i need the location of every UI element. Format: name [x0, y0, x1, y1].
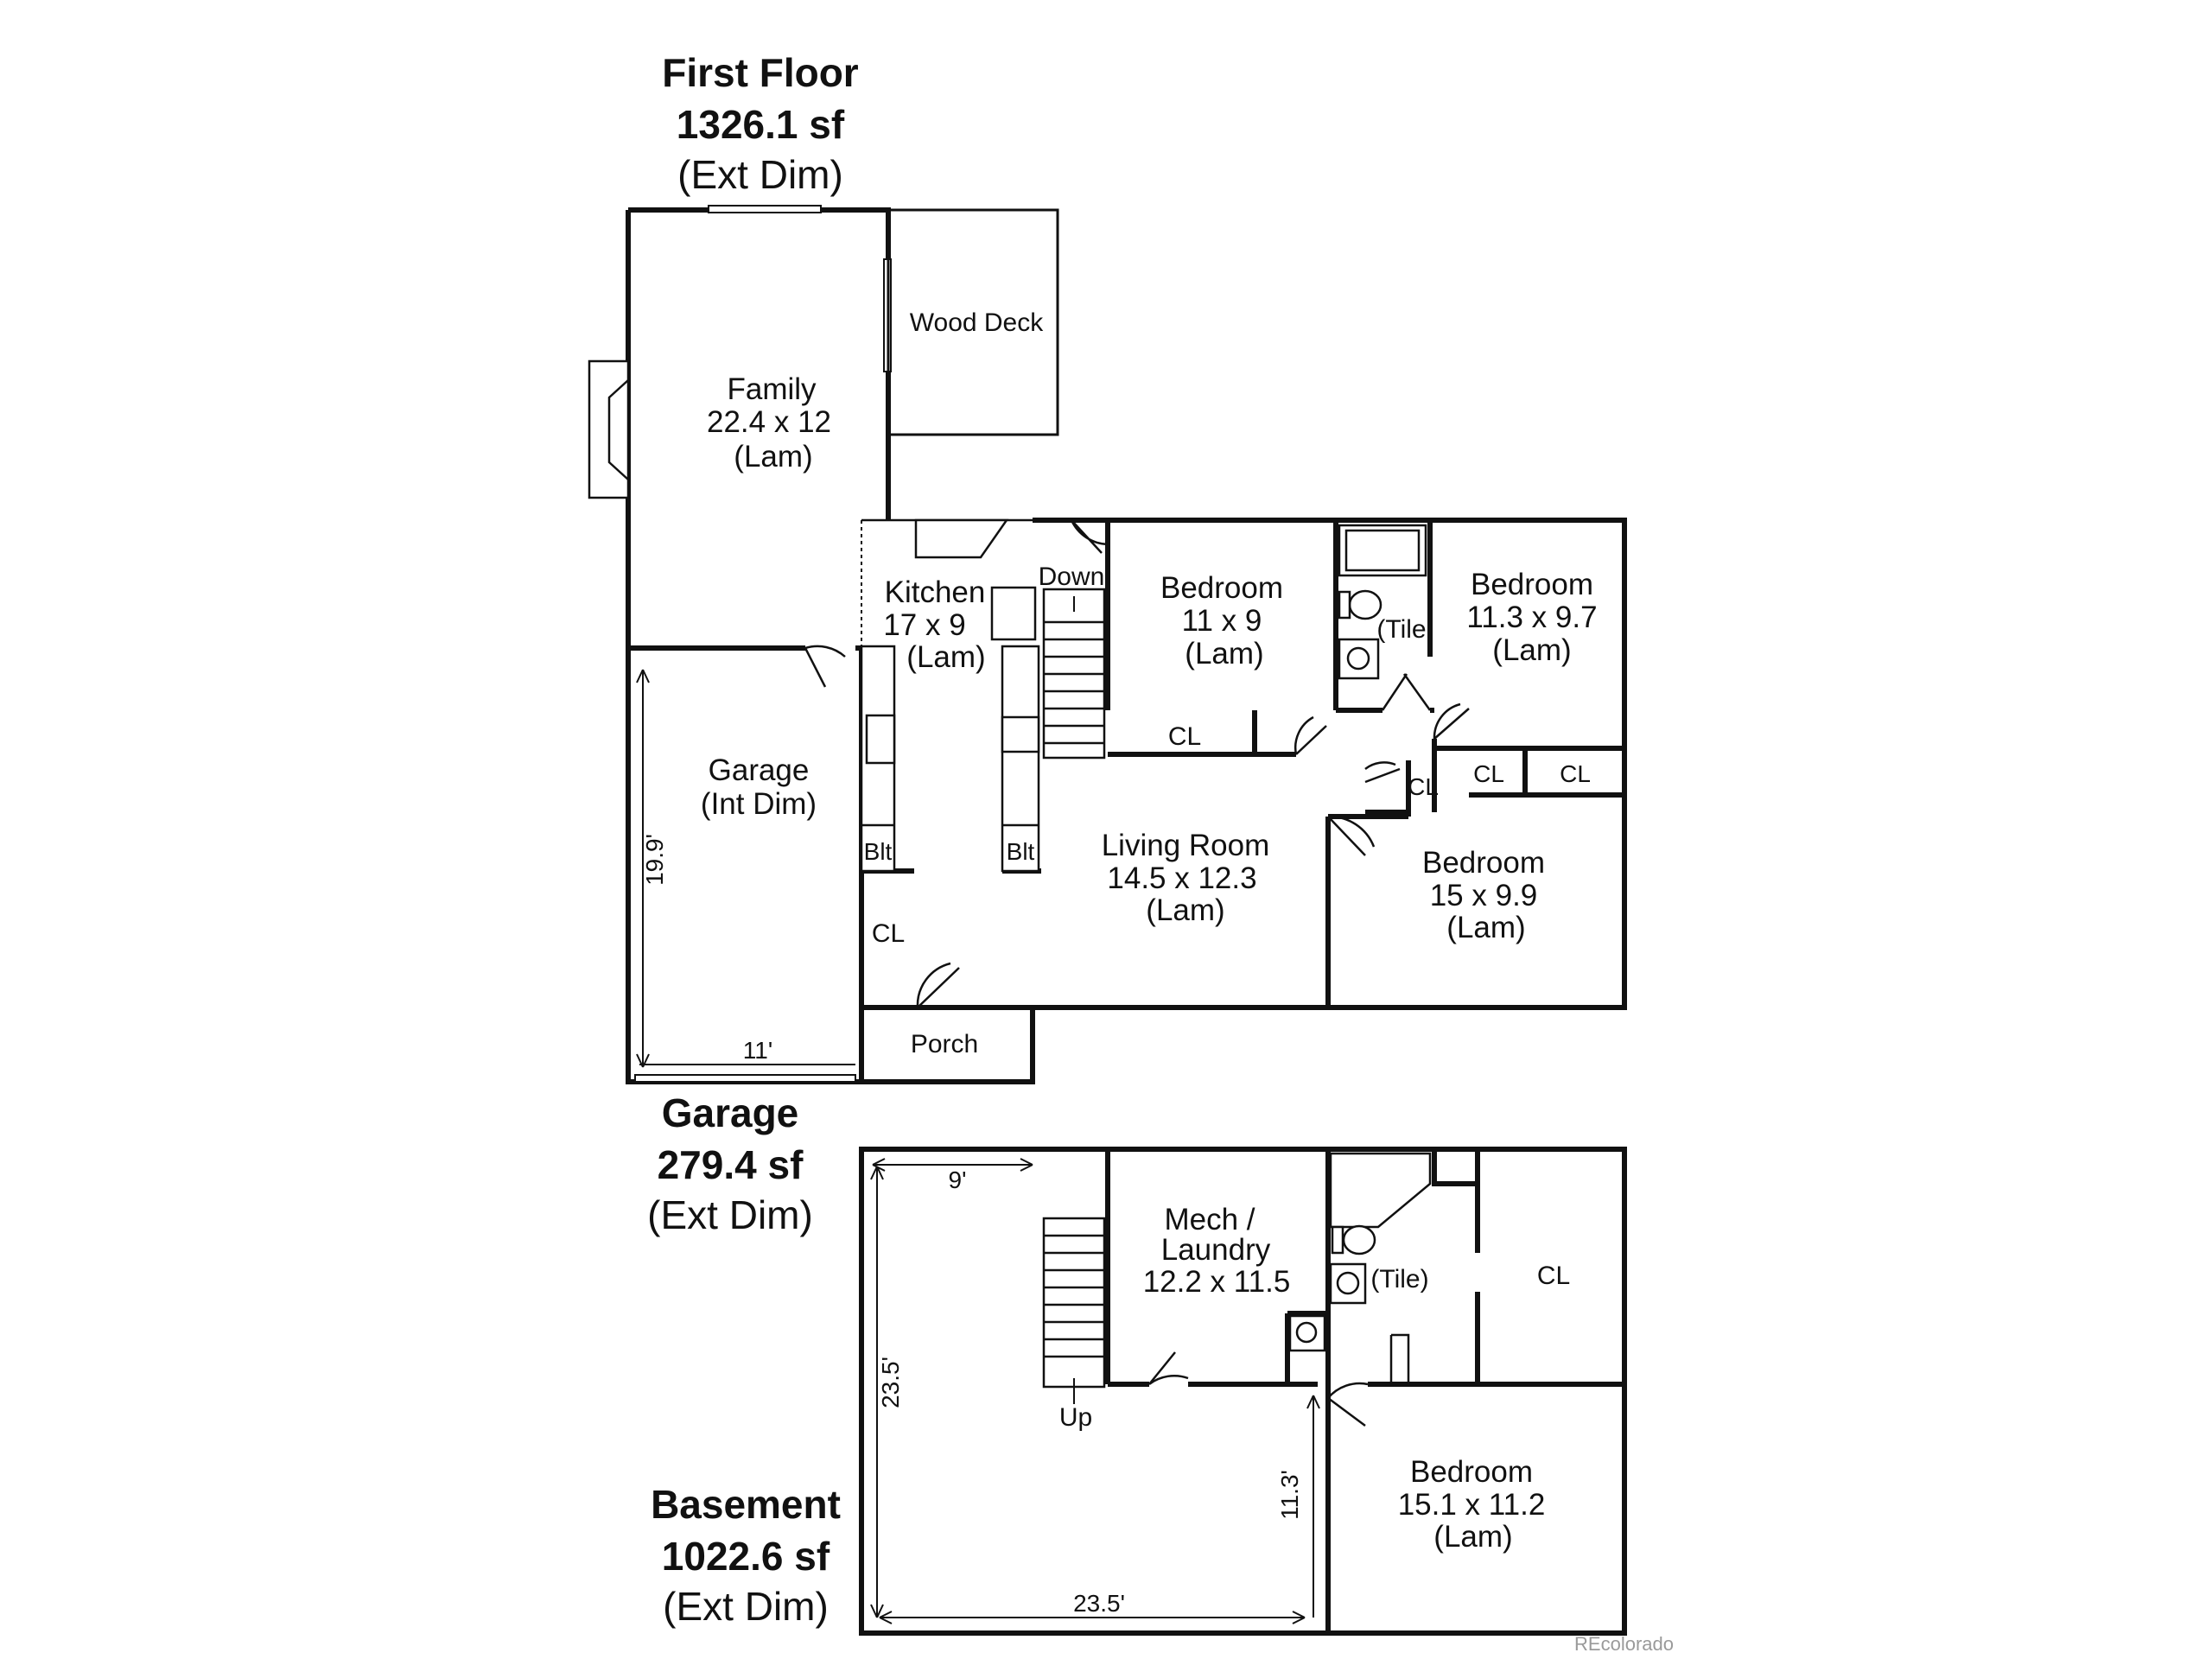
basement-width-top-label: 9' — [949, 1166, 967, 1193]
basement-stairs — [1042, 1217, 1106, 1404]
basement-bedroom-floor: (Lam) — [1433, 1520, 1512, 1554]
garage-title: Garage — [662, 1090, 799, 1135]
closet-bedroom-1-label: CL — [1168, 722, 1201, 751]
bedroom-3-dims: 15 x 9.9 — [1430, 879, 1538, 912]
closet-hall-a-label: CL — [1408, 773, 1439, 800]
garage-door — [634, 1074, 856, 1083]
family-room: Family 22.4 x 12 (Lam) — [707, 372, 831, 474]
kitchen-room: Kitchen 17 x 9 (Lam) — [883, 575, 985, 674]
basement-title: Basement — [651, 1482, 841, 1527]
garage-room-note: (Int Dim) — [701, 787, 817, 821]
stairs-down-label: Down — [1039, 563, 1105, 591]
basement-bedroom-name: Bedroom — [1410, 1455, 1533, 1489]
closet-hall-b-label: CL — [1473, 760, 1504, 787]
basement-bedroom-dims: 15.1 x 11.2 — [1398, 1488, 1546, 1522]
garage-area: 279.4 sf — [658, 1142, 804, 1187]
bedroom-2-floor: (Lam) — [1492, 633, 1571, 667]
kitchen-name: Kitchen — [885, 575, 986, 609]
porch-label: Porch — [911, 1030, 978, 1058]
mech-line-2: Laundry — [1161, 1233, 1271, 1267]
closet-entry-label: CL — [872, 919, 905, 948]
builtin-right-label: Blt — [1007, 838, 1035, 865]
first-floor-heading: First Floor 1326.1 sf (Ext Dim) — [662, 50, 859, 197]
mech-line-1: Mech / — [1164, 1203, 1255, 1236]
first-floor-doors — [804, 519, 1470, 1008]
fireplace — [588, 359, 630, 499]
garage-room-name: Garage — [709, 753, 810, 787]
basement-doors — [1148, 1351, 1369, 1427]
mech-dims: 12.2 x 11.5 — [1143, 1265, 1291, 1299]
garage-dimension-lines — [636, 669, 855, 1068]
living-room: Living Room 14.5 x 12.3 (Lam) — [1102, 829, 1270, 927]
basement-bedroom: Bedroom 15.1 x 11.2 (Lam) — [1398, 1455, 1546, 1554]
basement-bath-fixtures — [1288, 1152, 1432, 1352]
basement-depth-left-label: 23.5' — [877, 1357, 904, 1408]
bedroom-1-name: Bedroom — [1160, 571, 1283, 605]
garage-note: (Ext Dim) — [647, 1192, 813, 1237]
bedroom-3-name: Bedroom — [1422, 846, 1545, 880]
closet-hall-c-label: CL — [1560, 760, 1591, 787]
first-floor-bath-fixtures — [1338, 524, 1427, 680]
stairs-up-label: Up — [1059, 1403, 1092, 1432]
basement-bath-tile-label: (Tile) — [1370, 1265, 1428, 1294]
kitchen-fixtures — [860, 518, 1040, 873]
family-room-name: Family — [727, 372, 817, 406]
first-floor-title: First Floor — [662, 50, 859, 95]
wood-deck-label: Wood Deck — [910, 308, 1045, 337]
first-floor-note: (Ext Dim) — [677, 152, 843, 197]
bedroom-2: Bedroom 11.3 x 9.7 (Lam) — [1466, 568, 1597, 667]
living-room-name: Living Room — [1102, 829, 1270, 862]
bedroom-2-dims: 11.3 x 9.7 — [1466, 601, 1597, 634]
garage-width-label: 11' — [743, 1037, 772, 1064]
family-room-dims: 22.4 x 12 — [707, 405, 831, 439]
mech-laundry-room: Mech / Laundry 12.2 x 11.5 — [1143, 1203, 1291, 1299]
bedroom-1-dims: 11 x 9 — [1182, 604, 1262, 638]
watermark-text: REcolorado — [1574, 1633, 1674, 1655]
garage-room: Garage (Int Dim) — [701, 753, 817, 821]
bath-tile-label: (Tile — [1376, 615, 1426, 644]
garage-heading: Garage 279.4 sf (Ext Dim) — [647, 1090, 813, 1237]
garage-depth-label: 19.9' — [641, 834, 668, 886]
basement-walls — [859, 1147, 1627, 1636]
basement-note: (Ext Dim) — [663, 1584, 829, 1629]
kitchen-floor: (Lam) — [906, 640, 985, 674]
basement-dimension-lines — [870, 1158, 1320, 1624]
basement-area: 1022.6 sf — [662, 1534, 830, 1579]
bedroom-1-floor: (Lam) — [1185, 637, 1263, 671]
family-room-floor: (Lam) — [734, 440, 812, 474]
bedroom-2-name: Bedroom — [1471, 568, 1593, 601]
wood-deck-outline — [887, 208, 1059, 436]
basement-width-bottom-label: 23.5' — [1073, 1590, 1125, 1617]
living-room-floor: (Lam) — [1146, 893, 1224, 927]
first-floor-area: 1326.1 sf — [677, 102, 845, 147]
first-floor-stairs — [1042, 588, 1106, 760]
bedroom-1: Bedroom 11 x 9 (Lam) — [1160, 571, 1283, 671]
kitchen-dims: 17 x 9 — [883, 608, 965, 642]
basement-depth-inner-label: 11.3' — [1276, 1470, 1303, 1520]
basement-heading: Basement 1022.6 sf (Ext Dim) — [651, 1482, 841, 1629]
basement-closet-label: CL — [1537, 1262, 1570, 1290]
bedroom-3-floor: (Lam) — [1446, 911, 1525, 944]
first-floor-walls — [626, 207, 1627, 1084]
family-sliding-door — [708, 205, 822, 213]
builtin-left-label: Blt — [864, 838, 893, 865]
living-room-dims: 14.5 x 12.3 — [1107, 861, 1256, 895]
bedroom-3: Bedroom 15 x 9.9 (Lam) — [1422, 846, 1545, 944]
